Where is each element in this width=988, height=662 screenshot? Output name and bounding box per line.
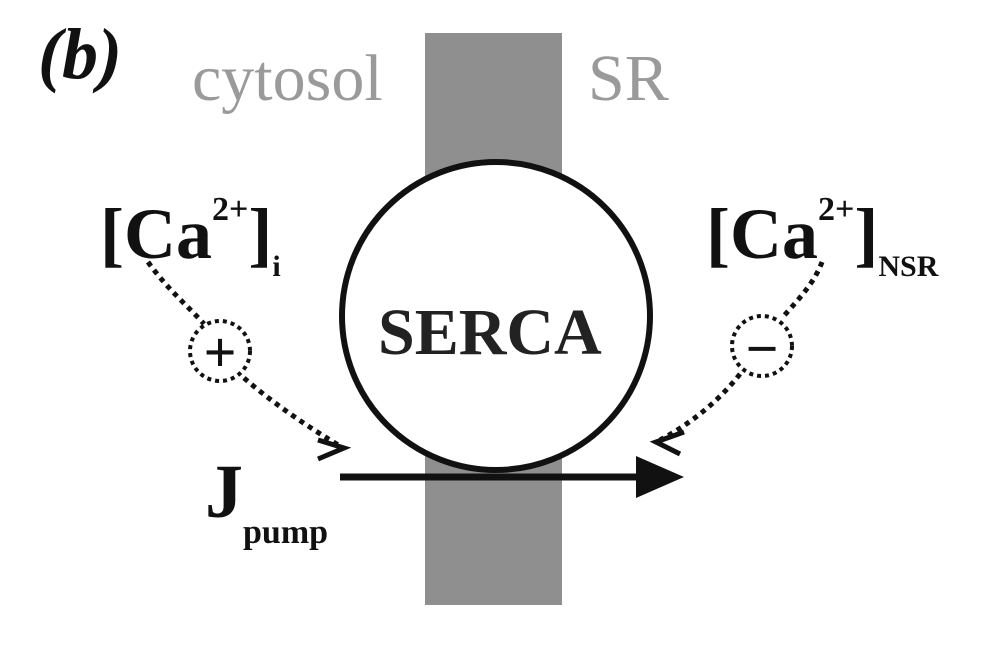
flux-symbol: J [205,450,243,534]
sr-label: SR [588,42,669,115]
activation-dotted-path-upper [145,260,206,326]
cytosolic-calcium-subscript: i [272,250,281,283]
inhibition-sign: − [745,316,779,381]
sr-calcium-label: [Ca2+]NSR [706,193,938,282]
cytosolic-calcium-close: ] [248,194,273,274]
flux-subscript: pump [243,514,329,551]
flux-arrowhead [636,456,684,498]
cytosolic-calcium-charge: 2+ [211,191,249,228]
inhibition-dotted-circle [730,314,794,378]
sr-calcium-close: ] [854,194,879,274]
serca-pump-circle [339,159,653,473]
cytosol-label: cytosol [192,42,383,115]
activation-dotted-path-lower [242,376,342,449]
activation-arrowhead [317,437,352,462]
inhibition-arrowhead [649,429,685,457]
cytosolic-calcium-base: [Ca [100,194,212,274]
sr-calcium-base: [Ca [706,194,818,274]
sr-calcium-charge: 2+ [817,191,855,228]
activation-sign: + [203,320,237,385]
inhibition-dotted-path-upper [780,261,825,320]
panel-label: (b) [38,14,122,94]
cytosolic-calcium-label: [Ca2+]i [100,193,281,282]
activation-dotted-circle [188,319,252,383]
sr-calcium-subscript: NSR [878,250,939,283]
flux-label: Jpump [205,454,328,550]
inhibition-dotted-path-lower [658,372,742,443]
serca-label: SERCA [378,296,602,369]
